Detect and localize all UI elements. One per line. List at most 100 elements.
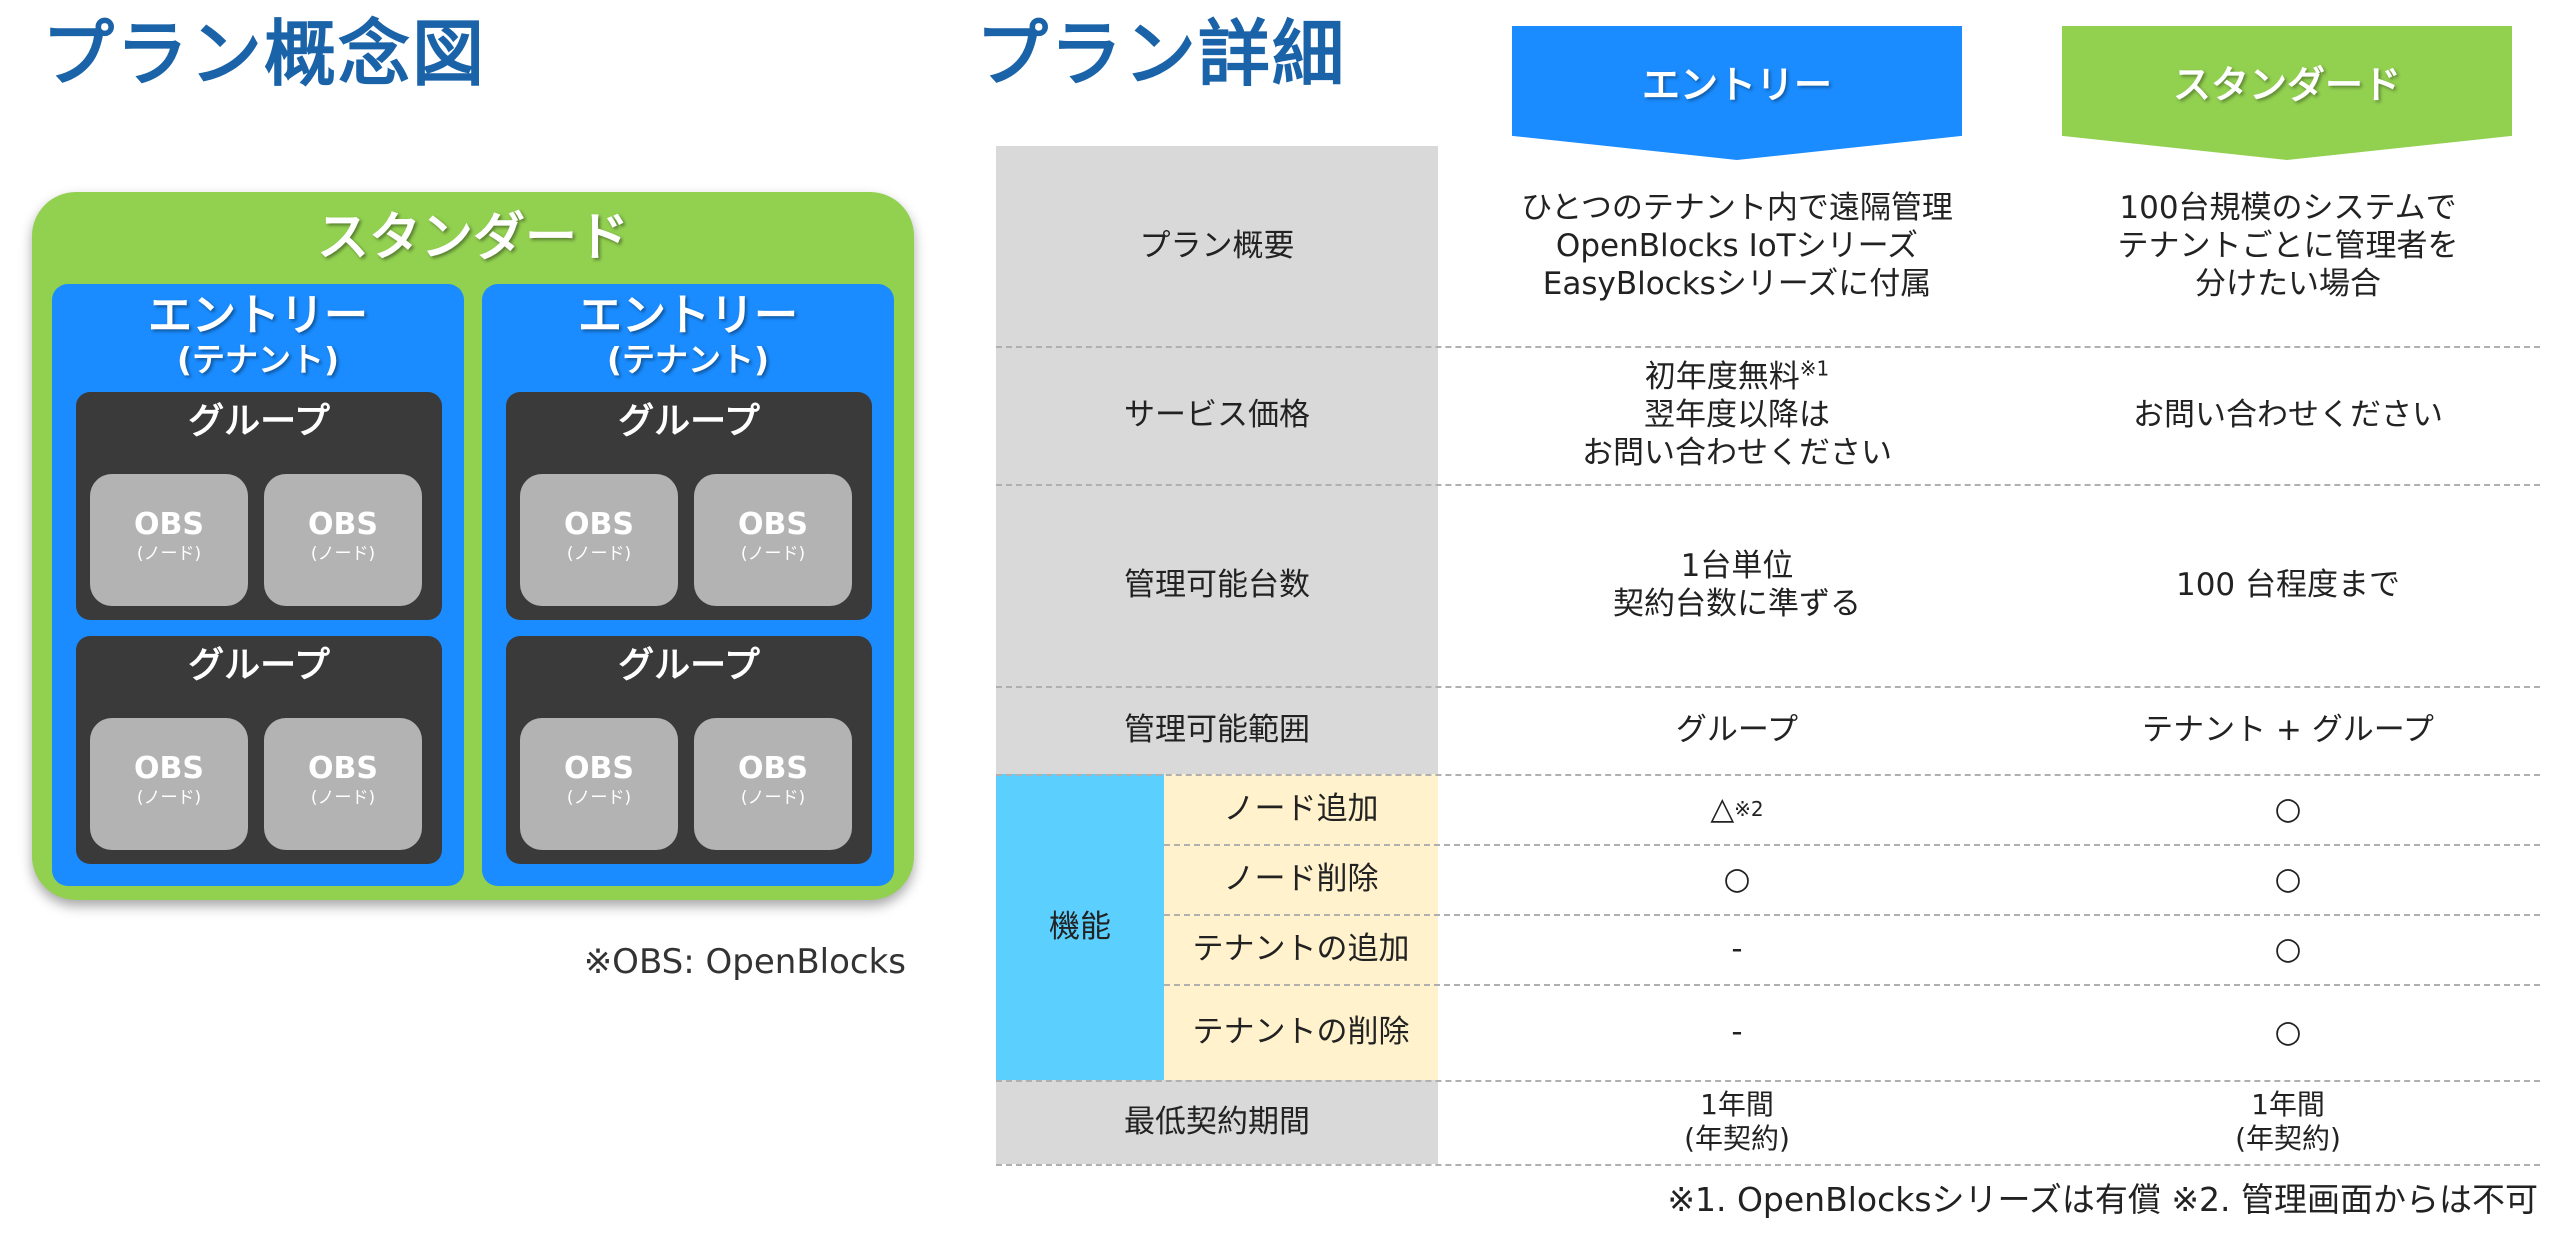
node-label: OBS: [564, 751, 634, 786]
node-sub-label: (ノード): [310, 788, 376, 808]
standard-overview-line: 分けたい場合: [2195, 266, 2381, 302]
entry-tenant-add: -: [1731, 931, 1743, 967]
group-label: グループ: [188, 401, 330, 442]
node-sub-label: (ノード): [136, 544, 202, 564]
entry-overview-line: EasyBlocksシリーズに付属: [1542, 266, 1932, 302]
plan-detail-title: プラン詳細: [976, 12, 1347, 96]
node-sub-label: (ノード): [566, 788, 632, 808]
entry-node-add: △※2: [1710, 791, 1764, 827]
entry-label: エントリー: [578, 290, 798, 341]
node-label: OBS: [134, 507, 204, 542]
obs-node: OBS (ノード): [264, 474, 422, 606]
concept-title: プラン概念図: [42, 12, 487, 96]
feature-label-tenant-add: テナントの追加: [1164, 914, 1438, 984]
standard-plan-box: スタンダード エントリー (テナント) グループ OBS (ノード) OBS (…: [32, 192, 914, 900]
entry-price: 初年度無料※1 翌年度以降は お問い合わせください: [1438, 346, 2036, 484]
obs-node: OBS (ノード): [264, 718, 422, 850]
group-label: グループ: [618, 401, 760, 442]
node-sub-label: (ノード): [310, 544, 376, 564]
entry-overview: ひとつのテナント内で遠隔管理 OpenBlocks IoTシリーズ EasyBl…: [1438, 146, 2036, 346]
row-label-scope: 管理可能範囲: [996, 686, 1438, 774]
row-divider: [1164, 844, 2540, 846]
standard-node-delete: ○: [2274, 861, 2302, 897]
triangle-mark: △: [1710, 791, 1735, 827]
footnote-mark-1: ※1: [1799, 356, 1830, 381]
node-label: OBS: [564, 507, 634, 542]
row-label-price: サービス価格: [996, 346, 1438, 484]
standard-plan-header: スタンダード: [2062, 26, 2512, 160]
entry-tenant-delete: -: [1731, 1014, 1743, 1050]
node-sub-label: (ノード): [740, 544, 806, 564]
standard-overview: 100台規模のシステムで テナントごとに管理者を 分けたい場合: [2036, 146, 2540, 346]
row-divider: [996, 346, 2540, 348]
obs-node: OBS (ノード): [520, 718, 678, 850]
feature-label-node-delete: ノード削除: [1164, 844, 1438, 914]
entry-price-line: 初年度無料※1: [1645, 358, 1829, 396]
entry-scope: グループ: [1675, 712, 1799, 748]
row-divider: [1164, 984, 2540, 986]
node-sub-label: (ノード): [566, 544, 632, 564]
node-label: OBS: [738, 751, 808, 786]
row-divider: [996, 686, 2540, 688]
standard-term: 1年間 (年契約): [2036, 1080, 2540, 1164]
node-label: OBS: [308, 507, 378, 542]
feature-label-tenant-delete: テナントの削除: [1164, 984, 1438, 1080]
standard-term-line: (年契約): [2235, 1122, 2341, 1155]
node-label: OBS: [308, 751, 378, 786]
row-label-count: 管理可能台数: [996, 484, 1438, 686]
row-divider: [996, 484, 2540, 486]
entry-overview-line: OpenBlocks IoTシリーズ: [1555, 228, 1919, 264]
entry-count-line: 契約台数に準ずる: [1613, 586, 1861, 622]
obs-node: OBS (ノード): [694, 474, 852, 606]
obs-node: OBS (ノード): [90, 474, 248, 606]
group-label: グループ: [618, 645, 760, 686]
standard-label: スタンダード: [316, 208, 629, 268]
standard-tenant-delete: ○: [2274, 1014, 2302, 1050]
entry-node-delete: ○: [1723, 861, 1751, 897]
entry-count-line: 1台単位: [1680, 548, 1794, 584]
entry-term-line: 1年間: [1700, 1088, 1774, 1121]
group-box: グループ OBS (ノード) OBS (ノード): [76, 636, 442, 864]
entry-tenant-box: エントリー (テナント) グループ OBS (ノード) OBS (ノード) グル…: [52, 284, 464, 886]
standard-scope: テナント + グループ: [2142, 712, 2434, 748]
obs-footnote: ※OBS: OpenBlocks: [583, 942, 906, 982]
entry-label: エントリー: [148, 290, 368, 341]
table-footnote: ※1. OpenBlocksシリーズは有償 ※2. 管理画面からは不可: [1667, 1180, 2538, 1219]
row-divider: [1164, 914, 2540, 916]
node-label: OBS: [738, 507, 808, 542]
feature-label-node-add: ノード追加: [1164, 774, 1438, 844]
obs-node: OBS (ノード): [520, 474, 678, 606]
row-label-overview: プラン概要: [996, 146, 1438, 346]
obs-node: OBS (ノード): [90, 718, 248, 850]
obs-node: OBS (ノード): [694, 718, 852, 850]
row-divider: [996, 1080, 2540, 1082]
entry-overview-line: ひとつのテナント内で遠隔管理: [1521, 190, 1953, 226]
standard-overview-line: 100台規模のシステムで: [2119, 190, 2457, 226]
entry-sub-label: (テナント): [606, 340, 770, 379]
entry-count: 1台単位 契約台数に準ずる: [1438, 484, 2036, 686]
entry-sub-label: (テナント): [176, 340, 340, 379]
group-box: グループ OBS (ノード) OBS (ノード): [76, 392, 442, 620]
node-label: OBS: [134, 751, 204, 786]
entry-plan-header: エントリー: [1512, 26, 1962, 160]
entry-price-line: お問い合わせください: [1582, 435, 1892, 471]
entry-tenant-box: エントリー (テナント) グループ OBS (ノード) OBS (ノード) グル…: [482, 284, 894, 886]
row-label-term: 最低契約期間: [996, 1080, 1438, 1164]
standard-node-add: ○: [2274, 791, 2302, 827]
row-label-functions: 機能: [996, 774, 1164, 1080]
entry-term-line: (年契約): [1684, 1122, 1790, 1155]
standard-overview-line: テナントごとに管理者を: [2117, 228, 2459, 264]
row-divider: [996, 774, 2540, 776]
group-box: グループ OBS (ノード) OBS (ノード): [506, 636, 872, 864]
standard-tenant-add: ○: [2274, 931, 2302, 967]
entry-term: 1年間 (年契約): [1438, 1080, 2036, 1164]
group-label: グループ: [188, 645, 330, 686]
standard-count: 100 台程度まで: [2175, 567, 2401, 603]
entry-price-free: 初年度無料: [1644, 359, 1800, 395]
node-sub-label: (ノード): [740, 788, 806, 808]
entry-price-line: 翌年度以降は: [1644, 397, 1830, 433]
node-sub-label: (ノード): [136, 788, 202, 808]
row-divider: [996, 1164, 2540, 1166]
standard-term-line: 1年間: [2251, 1088, 2325, 1121]
group-box: グループ OBS (ノード) OBS (ノード): [506, 392, 872, 620]
